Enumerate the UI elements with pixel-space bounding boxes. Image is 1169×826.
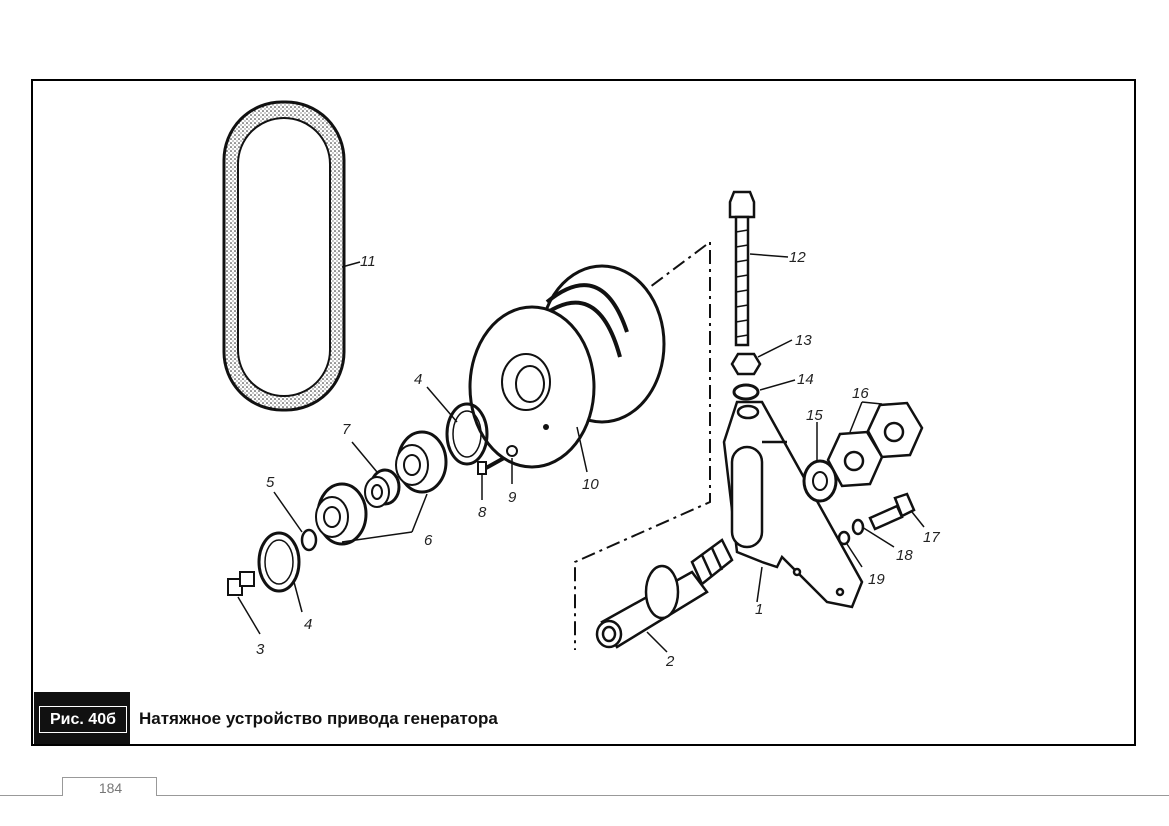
snap-ring-lower-part xyxy=(257,531,301,593)
figure-frame: 1 2 3 4 4 5 6 7 8 9 10 11 12 13 14 15 16… xyxy=(31,79,1136,746)
callout-1: 1 xyxy=(755,601,763,618)
assembly-axis-lines xyxy=(574,240,711,650)
grease-fitting-part xyxy=(227,571,255,596)
callout-12: 12 xyxy=(789,249,806,266)
callout-4-lower: 4 xyxy=(304,616,312,633)
callout-17: 17 xyxy=(923,529,940,546)
page-number-tab: 184 xyxy=(62,777,157,796)
callout-labels: 1 2 3 4 4 5 6 7 8 9 10 11 12 13 14 15 16… xyxy=(256,249,940,670)
lock-nut-pair-part xyxy=(826,401,924,488)
exploded-view-drawing: 1 2 3 4 4 5 6 7 8 9 10 11 12 13 14 15 16… xyxy=(222,100,940,670)
screw-part xyxy=(477,456,505,475)
callout-3: 3 xyxy=(256,641,265,658)
bracket-bolt-part xyxy=(868,492,916,531)
axle-shaft-part xyxy=(595,538,734,649)
footer-rule xyxy=(0,795,1169,796)
tension-nut-part xyxy=(730,352,762,376)
bearing-lower-part xyxy=(315,482,368,546)
callout-19: 19 xyxy=(868,571,885,588)
callout-18: 18 xyxy=(896,547,913,564)
callout-8: 8 xyxy=(478,504,487,521)
page-number: 184 xyxy=(98,780,123,796)
small-washer-part xyxy=(506,445,518,457)
v-belt-part xyxy=(222,100,346,412)
bolt-washer-part xyxy=(851,518,865,536)
bearing-upper-part xyxy=(395,430,448,494)
callout-9: 9 xyxy=(508,489,517,506)
callout-4-upper: 4 xyxy=(414,371,422,388)
callout-14: 14 xyxy=(797,371,814,388)
figure-number-tag: Рис. 40б xyxy=(34,692,130,744)
spacer-bushing-part xyxy=(364,468,401,508)
spring-washer-part xyxy=(732,383,760,401)
callout-leaders xyxy=(237,253,925,653)
figure-number: Рис. 40б xyxy=(39,706,127,733)
callout-7: 7 xyxy=(342,421,351,438)
tension-bolt-part xyxy=(728,190,756,347)
figure-caption: Натяжное устройство привода генератора xyxy=(139,709,498,728)
snap-ring-upper-part xyxy=(445,402,489,466)
callout-5: 5 xyxy=(266,474,275,491)
callout-11: 11 xyxy=(360,253,376,270)
callout-2: 2 xyxy=(665,653,675,670)
callout-15: 15 xyxy=(806,407,823,424)
washer-part xyxy=(300,528,318,552)
pulley-part xyxy=(468,264,666,469)
callout-16: 16 xyxy=(852,385,869,402)
tension-bracket-part xyxy=(722,400,864,609)
large-washer-part xyxy=(802,459,838,503)
lock-washer-part xyxy=(837,530,851,546)
callout-13: 13 xyxy=(795,332,812,349)
callout-6: 6 xyxy=(424,532,433,549)
callout-10: 10 xyxy=(582,476,599,493)
